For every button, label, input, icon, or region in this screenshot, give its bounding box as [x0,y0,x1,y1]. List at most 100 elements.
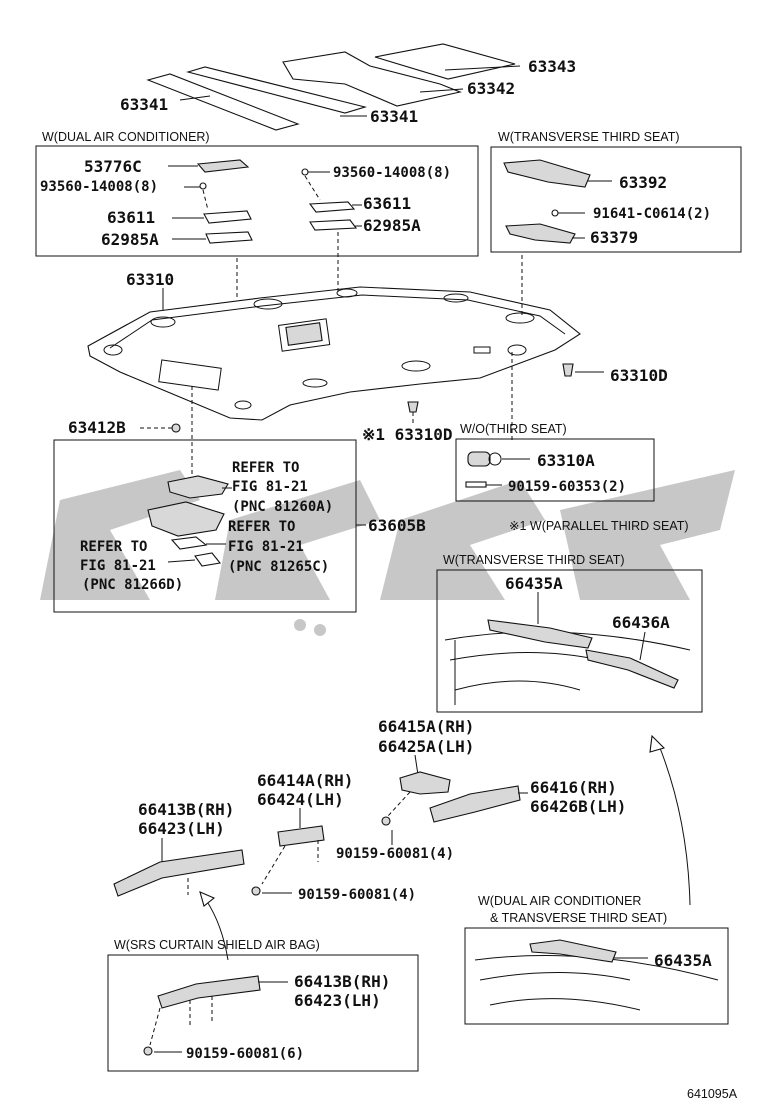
caption-transverse-top: W(TRANSVERSE THIRD SEAT) [498,130,680,144]
part-63310A [467,451,491,467]
label-93560-right: 93560-14008(8) [333,165,451,181]
label-91641: 91641-C0614(2) [593,206,711,222]
label-66423-bottom: 66423(LH) [294,991,381,1010]
label-66426B: 66426B(LH) [530,797,626,816]
ref-b-line2: FIG 81-21 [228,539,304,555]
box-wo-third [455,438,655,502]
ref-a-line1: REFER TO [232,460,299,476]
screw-93560-left [199,182,207,190]
label-93560-left: 93560-14008(8) [40,179,158,195]
ref-b-line1: REFER TO [228,519,295,535]
mat-63341-b [146,73,300,131]
mat-63343 [374,43,516,80]
watermark-logo [40,470,735,636]
label-63342: 63342 [467,79,515,98]
arrow-transverse [659,747,691,906]
part-66416 [429,785,521,823]
clip-63310D [562,363,574,377]
caption-srs: W(SRS CURTAIN SHIELD AIR BAG) [114,938,320,952]
box-dual-trans [464,927,729,1025]
ref-c-line1: REFER TO [80,539,147,555]
label-66424: 66424(LH) [257,790,344,809]
screw-90159-60081-b [251,886,261,896]
label-63412B: 63412B [68,418,126,437]
box-transverse-top [490,146,742,253]
label-66414A: 66414A(RH) [257,771,353,790]
label-66415A: 66415A(RH) [378,717,474,736]
label-66435A-mid: 66435A [505,574,563,593]
part-66413B-bottom [157,975,261,1009]
part-63379 [505,223,576,244]
caption-dual-trans-1: W(DUAL AIR CONDITIONER [478,894,641,908]
label-66413B-top: 66413B(RH) [138,800,234,819]
part-66414A [277,825,325,847]
ref-b-line3: (PNC 81265C) [228,559,329,575]
part-62985A-right [309,219,358,231]
screw-93560-right [301,168,309,176]
ref-c-line3: (PNC 81266D) [82,577,183,593]
label-63310A: 63310A [537,451,595,470]
part-66435A-bottom [529,939,617,963]
label-90159-60081-c: 90159-60081(6) [186,1046,304,1062]
figure-id: 641095A [687,1087,738,1101]
caption-wo-third: W/O(THIRD SEAT) [460,422,567,436]
label-63343: 63343 [528,57,576,76]
part-62985A-left [205,231,253,244]
label-66435A-bottom: 66435A [654,951,712,970]
caption-parallel: ※1 W(PARALLEL THIRD SEAT) [509,519,689,533]
label-90159-60081-a: 90159-60081(4) [336,846,454,862]
part-66415A [399,771,451,795]
caption-dual-trans-2: & TRANSVERSE THIRD SEAT) [490,911,667,925]
label-63310D: 63310D [610,366,668,385]
box-srs [107,954,419,1072]
screw-90159-60081-c [143,1046,153,1056]
label-62985A-right: 62985A [363,216,421,235]
label-66425A: 66425A(LH) [378,737,474,756]
label-90159-60081-b: 90159-60081(4) [298,887,416,903]
ref-a-line2: FIG 81-21 [232,479,308,495]
label-63611-right: 63611 [363,194,411,213]
mat-63341-a [185,66,368,114]
label-63341-b: 63341 [370,107,418,126]
label-63605B: 63605B [368,516,426,535]
screw-90159-60081-a [381,816,391,826]
caption-transverse-mid: W(TRANSVERSE THIRD SEAT) [443,553,625,567]
label-63310: 63310 [126,270,174,289]
part-81265C [147,501,225,537]
label-90159-60353: 90159-60353(2) [508,479,626,495]
part-81260A [167,475,229,499]
part-53776C [196,159,250,173]
part-66413B-top [113,849,245,897]
roof-sketch-mid [444,631,691,705]
screw-91641 [551,209,559,217]
label-66413B-bottom: 66413B(RH) [294,972,390,991]
label-63379: 63379 [590,228,638,247]
label-53776C: 53776C [84,157,142,176]
headliner-63310 [87,232,581,421]
screw-90159-60353 [465,481,487,488]
label-63611-left: 63611 [107,208,155,227]
box-transverse-mid [436,569,703,713]
clip-63310D-note [407,401,419,413]
part-81265C-lens [170,536,208,550]
mat-63342 [282,51,462,107]
part-63611-right [308,201,356,213]
part-66436A [585,649,679,689]
part-63611-left [203,210,252,224]
label-63392: 63392 [619,173,667,192]
label-66416: 66416(RH) [530,778,617,797]
caption-dual-air: W(DUAL AIR CONDITIONER) [42,130,210,144]
ref-a-line3: (PNC 81260A) [232,499,333,515]
box-dual-air [35,145,479,257]
part-66435A-mid [487,619,593,649]
ref-c-line2: FIG 81-21 [80,558,156,574]
label-66436A: 66436A [612,613,670,632]
label-63310D-note: ※1 63310D [362,425,452,444]
mats-group [146,43,521,131]
arrow-srs [205,899,229,961]
part-81266D [194,552,222,567]
part-63392 [503,159,591,188]
box-63605B [53,439,357,613]
label-63341-a: 63341 [120,95,168,114]
